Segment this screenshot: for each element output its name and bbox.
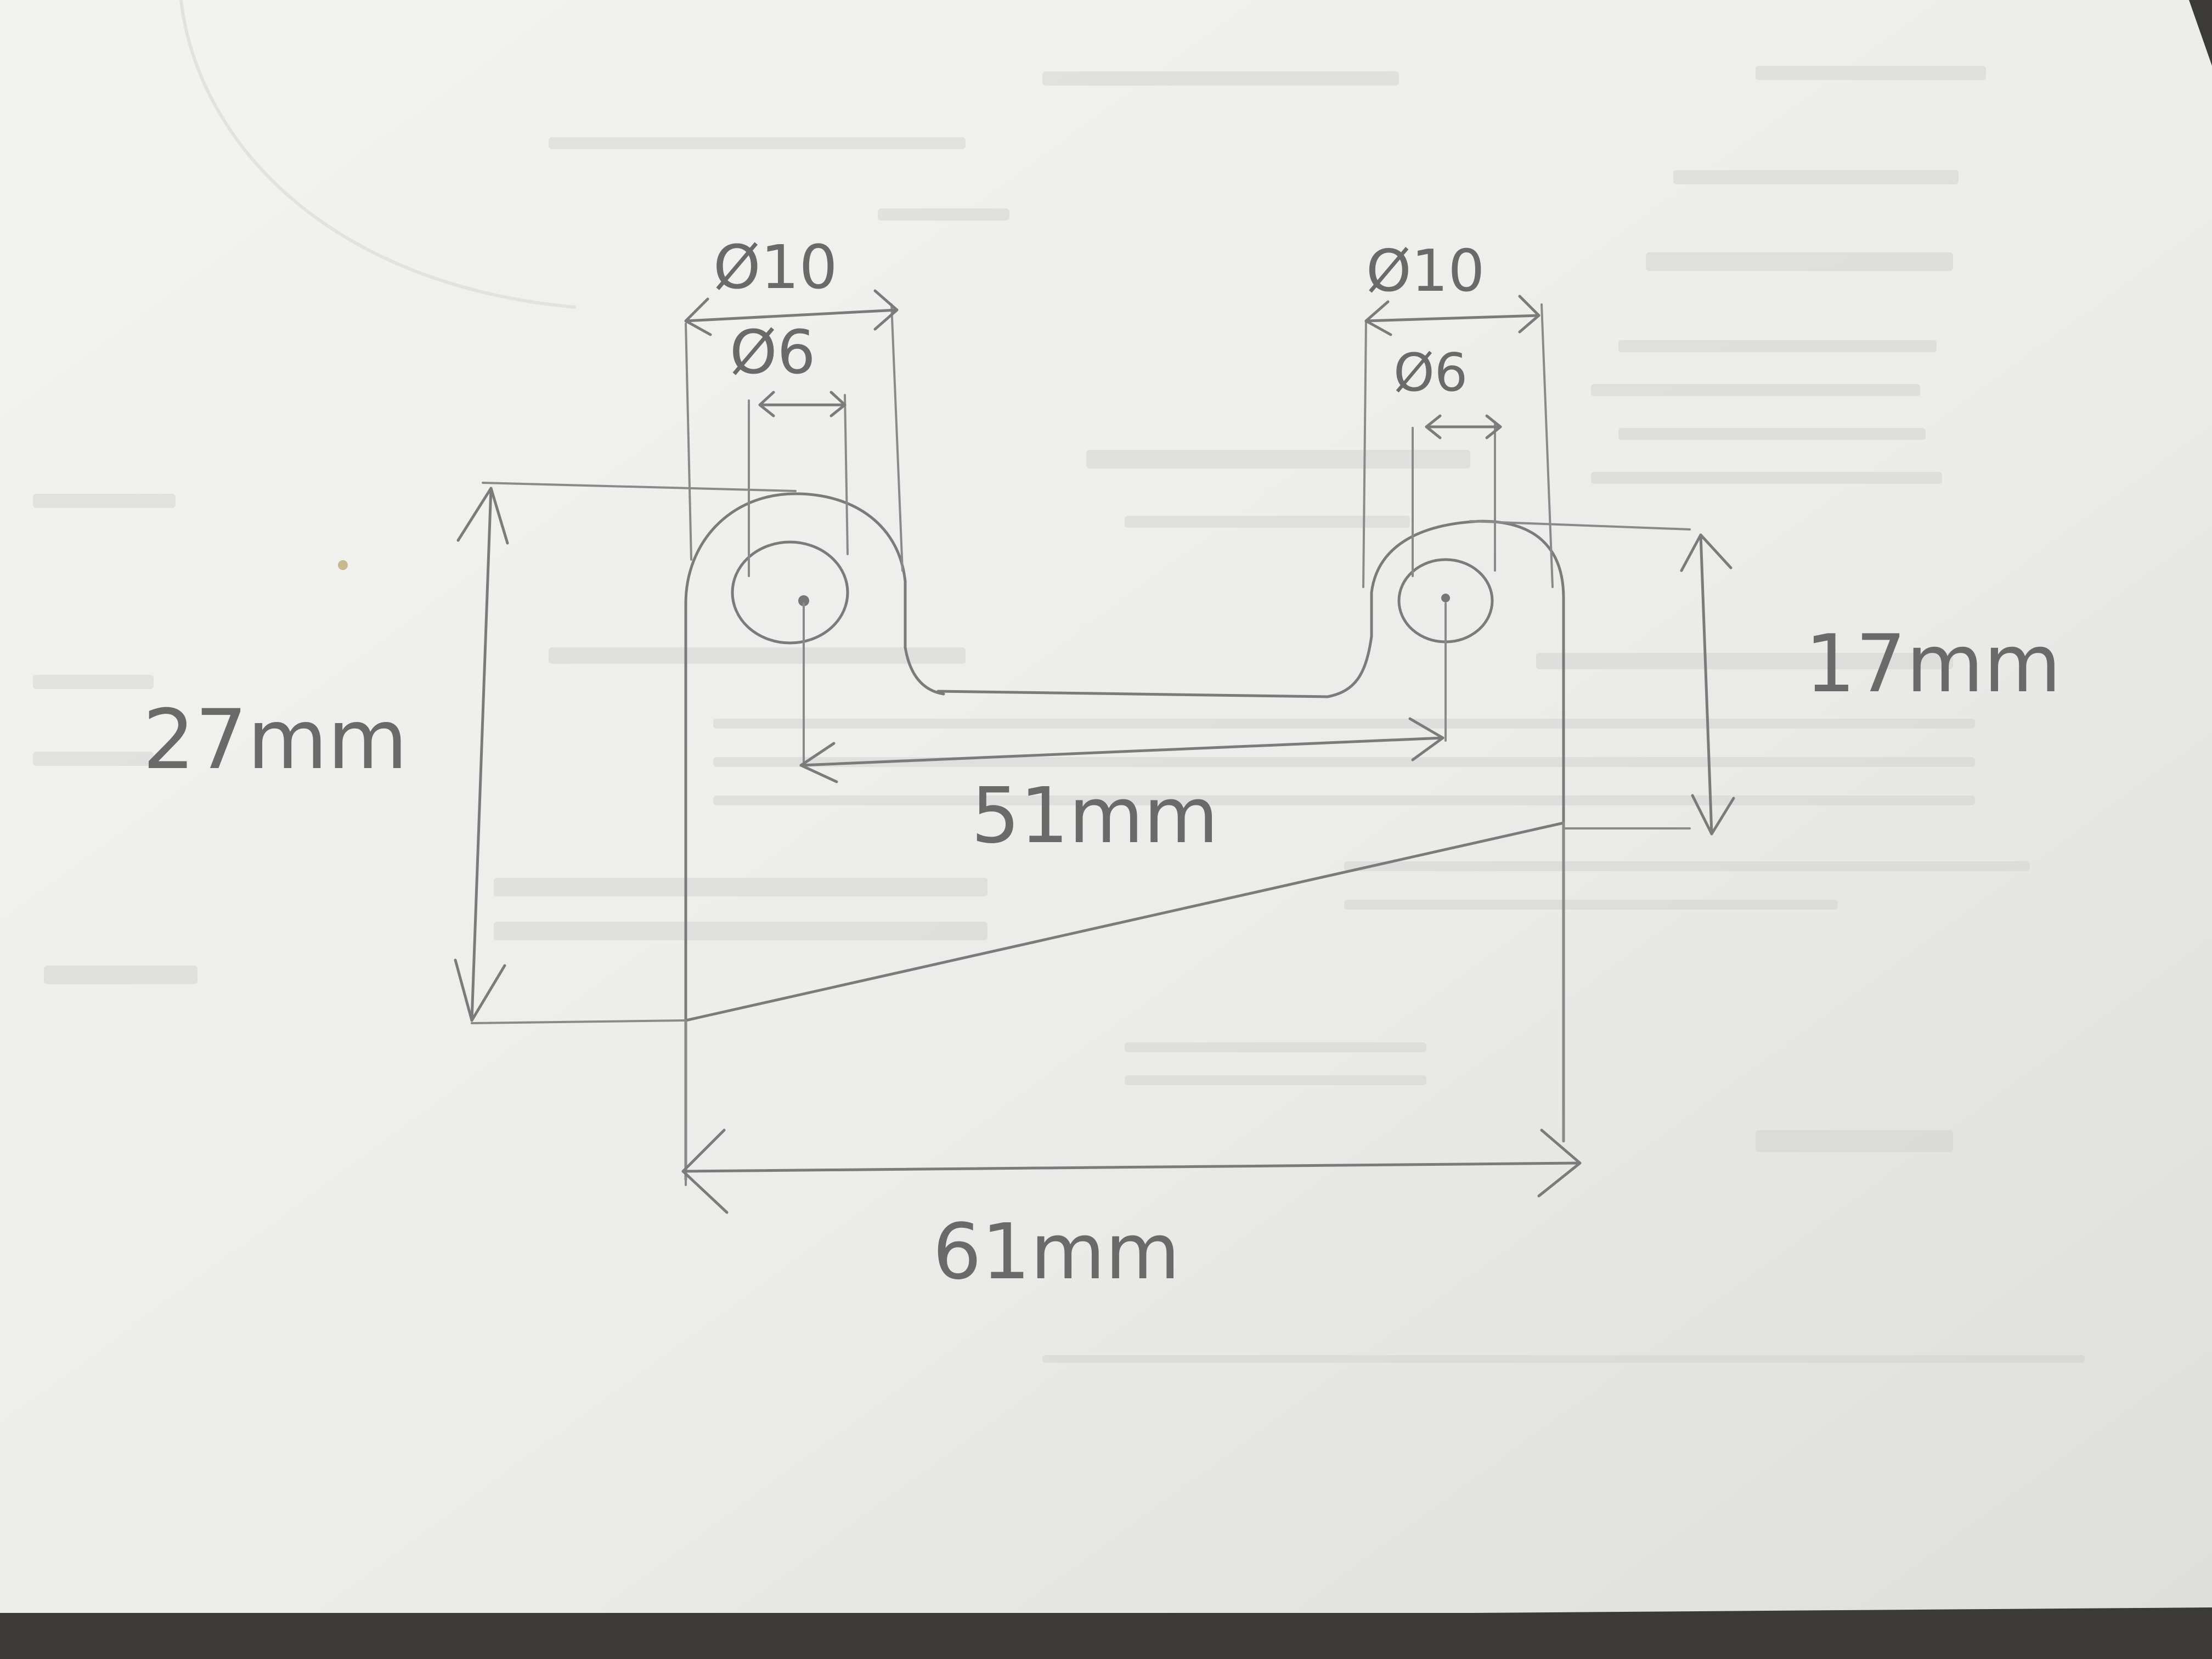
- right-inner-arrow-left: [1425, 414, 1442, 439]
- right-inner-arrow-right: [1485, 414, 1502, 439]
- base-arrow-right: [1537, 1128, 1582, 1198]
- left-outer-extension-a: [685, 323, 692, 561]
- base-arrow-left: [681, 1128, 729, 1214]
- right-outer-extension-a: [1362, 320, 1367, 588]
- table-surface: [0, 1613, 2212, 1659]
- right-height-dim: [1680, 533, 1735, 836]
- left-outer-extension-b: [890, 303, 904, 572]
- left-inner-arrow-right: [830, 391, 847, 417]
- left-outer-dim-line: [684, 308, 899, 323]
- right-outer-diameter-label: Ø10: [1366, 238, 1485, 304]
- right-top-extension: [1469, 520, 1691, 531]
- left-outer-diameter-label: Ø10: [713, 232, 838, 302]
- bleed-through-texture: [33, 66, 2085, 1363]
- left-height-arrow-top: [456, 487, 509, 545]
- coffee-ring-stain: [179, 0, 577, 309]
- left-height-arrow-bottom: [454, 958, 506, 1022]
- part-outline: [471, 482, 1691, 1181]
- left-height-dim: [454, 487, 509, 1022]
- right-outer-extension-b: [1541, 303, 1554, 588]
- left-inner-diameter-label: Ø6: [730, 317, 816, 387]
- spacing-arrow-right: [1408, 717, 1444, 761]
- right-height-dim-line: [1699, 533, 1713, 836]
- base-width-dim: [681, 822, 1582, 1214]
- right-height-arrow-top: [1680, 533, 1733, 572]
- left-inner-arrow-left: [758, 391, 775, 417]
- right-outer-dim-line: [1364, 314, 1541, 323]
- slot-left-wall: [904, 646, 945, 696]
- right-hole-center: [1441, 594, 1450, 602]
- left-bottom-extension: [471, 1019, 687, 1024]
- right-outer-arrow-right: [1518, 295, 1541, 334]
- right-height-label: 17mm: [1805, 618, 2061, 710]
- right-boss-outline: [1326, 520, 1565, 1143]
- left-hole-center: [798, 595, 809, 606]
- left-boss-outline: [684, 492, 907, 1181]
- right-inner-diameter-label: Ø6: [1393, 343, 1468, 403]
- left-hole-circle: [731, 540, 849, 645]
- left-diameter-dims: [684, 289, 904, 577]
- hole-spacing-dim: [799, 602, 1447, 783]
- left-height-dim-line: [470, 487, 493, 1022]
- right-diameter-dims: [1362, 295, 1554, 588]
- left-height-label: 27mm: [143, 692, 408, 788]
- paper-sheet: [0, 0, 2212, 1624]
- left-outer-arrow-right: [873, 289, 899, 331]
- base-dim-line: [681, 1161, 1582, 1173]
- stain-dot: [338, 560, 348, 570]
- hole-spacing-label: 51mm: [971, 771, 1218, 861]
- base-width-label: 61mm: [933, 1207, 1180, 1297]
- right-height-arrow-bottom: [1691, 794, 1735, 836]
- left-inner-extension-b: [844, 394, 849, 555]
- spacing-dim-line: [799, 736, 1444, 767]
- right-outer-arrow-left: [1364, 300, 1392, 336]
- left-hole: [731, 540, 849, 645]
- sloped-edge: [684, 821, 1565, 1022]
- left-outer-arrow-left: [684, 297, 712, 336]
- left-top-extension: [482, 482, 797, 492]
- spacing-arrow-left: [799, 742, 838, 783]
- slot-bottom: [936, 690, 1329, 698]
